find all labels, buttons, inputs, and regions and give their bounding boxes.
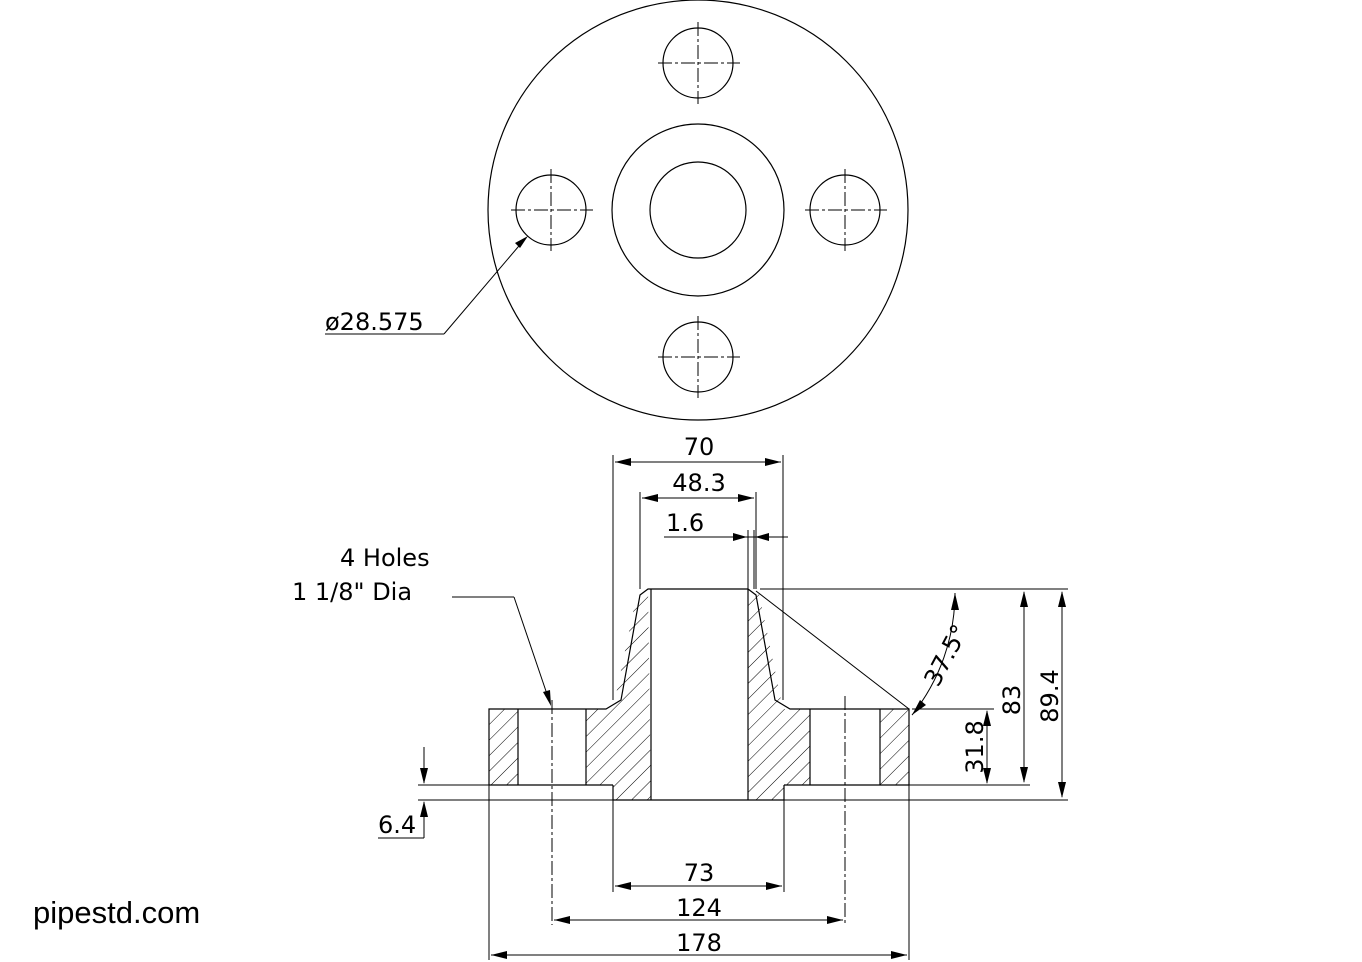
dim-lip-label: 1.6 [666, 509, 704, 537]
watermark: pipestd.com [33, 895, 200, 930]
dim-bore: 48.3 [639, 469, 757, 589]
bore-circle [649, 161, 747, 259]
dim-flange-thickness-label: 31.8 [961, 720, 989, 773]
dim-flange-thickness: 31.8 [912, 708, 994, 784]
dim-bolt-circle-label: 124 [676, 894, 722, 922]
dim-raised-face-dia: 73 [612, 800, 785, 892]
dim-angle: 37.5° [755, 590, 974, 716]
dim-raised-face: 6.4 [378, 747, 613, 839]
bolt-hole-right [805, 169, 887, 251]
section-outline [488, 588, 910, 925]
hatched-section [489, 589, 909, 800]
dim-overall-height-label: 89.4 [1036, 669, 1064, 722]
holes-dia-label: 1 1/8" Dia [292, 578, 412, 606]
dim-lip: 1.6 [664, 509, 788, 589]
dim-angle-label: 37.5° [919, 620, 974, 691]
bolt-hole-top [658, 22, 740, 104]
dim-hub-height: 83 [760, 588, 1068, 786]
dim-hub-height-label: 83 [998, 685, 1026, 716]
section-view: 4 Holes 1 1/8" Dia 70 48.3 [292, 433, 1068, 960]
flange-outer-circle [487, 0, 909, 421]
dim-overall-height: 89.4 [784, 591, 1068, 801]
hole-diameter-label: ø28.575 [325, 308, 424, 336]
dim-outer-dia-label: 178 [676, 929, 722, 957]
dim-bolt-circle: 124 [554, 894, 843, 924]
holes-note: 4 Holes 1 1/8" Dia [292, 544, 551, 706]
dim-hub-od-label: 70 [684, 433, 715, 461]
dim-outer-dia: 178 [488, 785, 910, 960]
bolt-hole-bottom [658, 316, 740, 398]
hub-circle [611, 123, 785, 297]
holes-count-label: 4 Holes [340, 544, 430, 572]
bolt-hole-left [511, 169, 593, 251]
hole-diameter-leader: ø28.575 [325, 236, 528, 336]
top-view: ø28.575 [325, 0, 909, 421]
dim-raised-face-label: 6.4 [378, 811, 416, 839]
dim-bore-label: 48.3 [672, 469, 725, 497]
dim-hub-od: 70 [612, 433, 784, 700]
dim-raised-face-dia-label: 73 [684, 859, 715, 887]
